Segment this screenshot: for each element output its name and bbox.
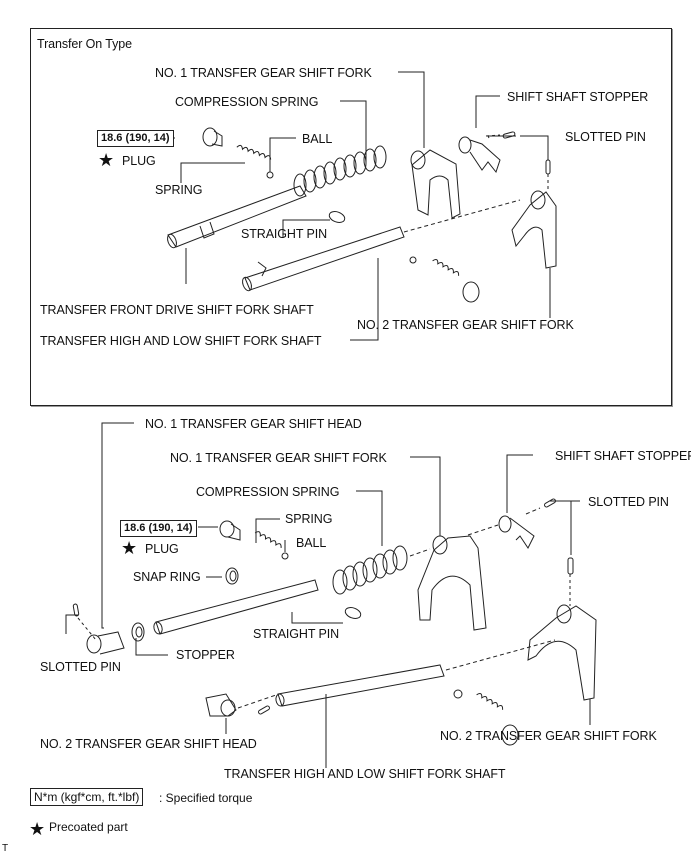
top-compression-spring-part	[293, 145, 387, 197]
top-slotted-pin-part	[502, 131, 516, 139]
bottom-label-compression-spring: COMPRESSION SPRING	[196, 485, 340, 499]
legend-torque-desc: : Specified torque	[159, 791, 253, 805]
bottom-spring-part	[254, 531, 282, 548]
top-plug2-part	[462, 281, 480, 303]
top-label-spring: SPRING	[155, 183, 203, 197]
bottom-plug2-part	[501, 724, 519, 746]
top-label-no1-fork: NO. 1 TRANSFER GEAR SHIFT FORK	[155, 66, 372, 80]
bottom-stopper-part	[131, 622, 145, 642]
bottom-straight-pin-part	[344, 607, 362, 619]
bottom-label-ball: BALL	[296, 536, 327, 550]
bottom-label-no2-head: NO. 2 TRANSFER GEAR SHIFT HEAD	[40, 737, 257, 751]
top-label-high-low-shaft: TRANSFER HIGH AND LOW SHIFT FORK SHAFT	[40, 334, 322, 348]
bottom-no2-fork-part	[527, 604, 597, 701]
top-slotted-pin2-part	[545, 159, 551, 175]
bottom-precoated-star-icon: ★	[121, 538, 138, 558]
top-high-low-shaft-part	[242, 226, 405, 292]
top-front-drive-shaft-part	[167, 185, 307, 249]
top-no1-fork-part	[410, 149, 461, 219]
bottom-high-low-shaft-part	[275, 664, 445, 707]
top-label-ball: BALL	[302, 132, 333, 146]
bottom-label-slotted-pin-right: SLOTTED PIN	[588, 495, 669, 509]
top-label-no2-fork: NO. 2 TRANSFER GEAR SHIFT FORK	[357, 318, 574, 332]
top-straight-pin-part	[328, 211, 346, 223]
bottom-shift-shaft-stopper-part	[498, 515, 535, 549]
bottom-no2-head-part	[205, 693, 277, 717]
footer-mark: T	[2, 843, 9, 854]
bottom-plug-part	[219, 520, 235, 538]
bottom-label-slotted-pin-left: SLOTTED PIN	[40, 660, 121, 674]
bottom-label-no2-fork: NO. 2 TRANSFER GEAR SHIFT FORK	[440, 729, 657, 743]
bottom-label-spring: SPRING	[285, 512, 333, 526]
bottom-ball2-part	[453, 689, 463, 699]
bottom-slotted-pin-right-part	[544, 498, 556, 508]
legend-star-icon: ★	[29, 819, 46, 839]
top-spring2-part	[432, 258, 460, 276]
top-torque-spec: 18.6 (190, 14)	[97, 130, 174, 147]
top-label-plug: PLUG	[122, 154, 156, 168]
bottom-shift-rod-part	[153, 579, 319, 635]
top-ball-part	[266, 171, 274, 179]
transfer-on-type-frame	[30, 28, 672, 406]
legend-precoated-text: Precoated part	[49, 820, 128, 834]
top-label-shift-shaft-stopper: SHIFT SHAFT STOPPER	[507, 90, 649, 104]
bottom-label-high-low-shaft: TRANSFER HIGH AND LOW SHIFT FORK SHAFT	[224, 767, 506, 781]
bottom-no1-fork-part	[417, 535, 487, 631]
bottom-snap-ring-part	[225, 567, 239, 585]
bottom-ball-part	[281, 552, 289, 560]
top-no2-fork-part	[511, 190, 557, 269]
bottom-label-straight-pin: STRAIGHT PIN	[253, 627, 340, 641]
bottom-label-shift-shaft-stopper: SHIFT SHAFT STOPPER	[555, 449, 691, 463]
bottom-compression-spring-part	[332, 545, 408, 595]
bottom-parts	[72, 498, 597, 746]
top-leader-lines	[142, 71, 551, 341]
top-label-slotted-pin: SLOTTED PIN	[565, 130, 646, 144]
bottom-leader-lines	[65, 422, 591, 768]
top-shift-shaft-stopper-part	[458, 136, 501, 174]
bottom-spring2-part	[476, 692, 504, 710]
bottom-slotted-pin-vert-part	[567, 557, 574, 575]
diagram-title: Transfer On Type	[37, 37, 132, 51]
top-plug-thread	[211, 130, 223, 147]
top-plug-part	[202, 127, 218, 147]
bottom-label-no1-head: NO. 1 TRANSFER GEAR SHIFT HEAD	[145, 417, 362, 431]
bottom-label-snap-ring: SNAP RING	[133, 570, 201, 584]
top-label-front-drive-shaft: TRANSFER FRONT DRIVE SHIFT FORK SHAFT	[40, 303, 314, 317]
top-spring-part	[236, 144, 272, 160]
bottom-label-no1-fork: NO. 1 TRANSFER GEAR SHIFT FORK	[170, 451, 387, 465]
top-parts	[167, 127, 557, 303]
legend-torque-unit-box: N*m (kgf*cm, ft.*lbf)	[30, 788, 144, 806]
top-label-compression-spring: COMPRESSION SPRING	[175, 95, 319, 109]
top-precoated-star-icon: ★	[98, 150, 115, 170]
bottom-torque-spec: 18.6 (190, 14)	[120, 520, 197, 537]
top-ball2-part	[409, 256, 417, 264]
bottom-no1-head-part	[72, 603, 125, 655]
bottom-label-stopper: STOPPER	[176, 648, 235, 662]
top-label-straight-pin: STRAIGHT PIN	[241, 227, 328, 241]
bottom-label-plug: PLUG	[145, 542, 179, 556]
